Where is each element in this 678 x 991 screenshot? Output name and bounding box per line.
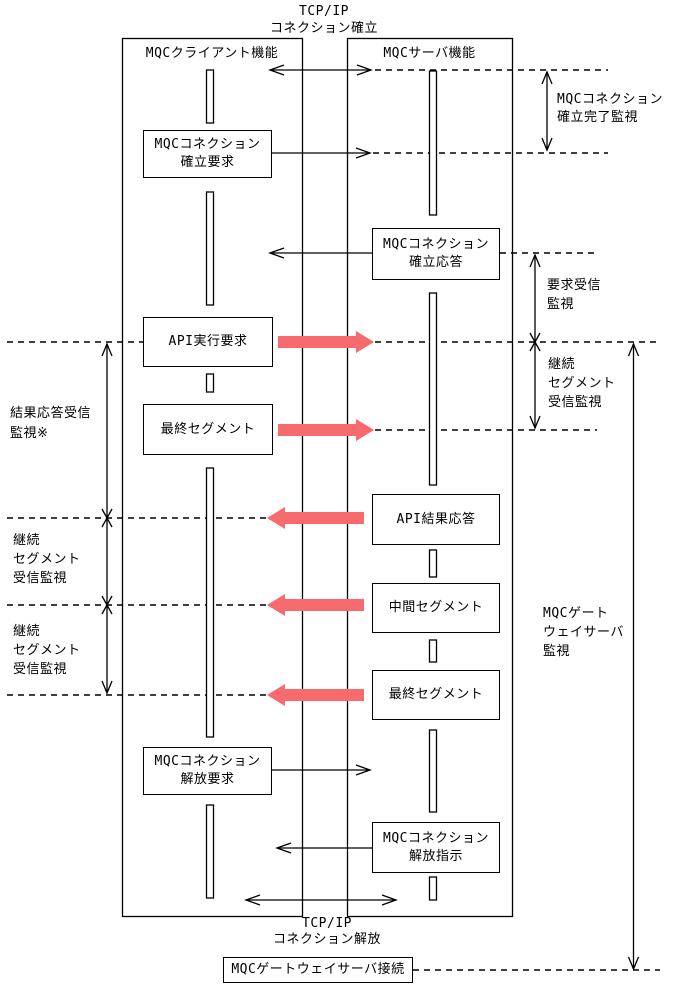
box-final-segment-client: 最終セグメント xyxy=(143,404,273,455)
server-lane-frame xyxy=(346,37,514,918)
tcpip-release-title: TCP/IP コネクション解放 xyxy=(272,916,381,947)
tcpip-release-arrow xyxy=(244,894,398,906)
segment-transfer-arrows xyxy=(267,331,374,706)
api-request-arrow xyxy=(278,331,374,353)
client-lane-header: MQCクライアント機能 xyxy=(145,46,279,61)
api-response-arrow xyxy=(267,507,364,529)
establish-request-arrow xyxy=(272,147,372,159)
final-segment-up-arrow xyxy=(278,419,374,441)
monitor-result-response-span xyxy=(101,342,113,695)
box-release-indication: MQCコネクション 解放指示 xyxy=(372,822,500,873)
server-activation-bars xyxy=(428,70,438,901)
server-lane-header: MQCサーバ機能 xyxy=(383,46,476,61)
monitor-gateway-server-span xyxy=(627,342,640,971)
monitor-establish-complete-span xyxy=(541,70,553,152)
establish-response-arrow xyxy=(268,247,372,259)
release-request-arrow xyxy=(272,764,372,776)
middle-segment-down-arrow xyxy=(267,594,364,616)
monitor-request-receive-span xyxy=(529,253,541,430)
box-api-exec-request: API実行要求 xyxy=(143,317,273,367)
final-segment-down-arrow xyxy=(267,684,364,706)
release-indication-arrow xyxy=(275,842,372,854)
label-establish-complete-monitor: MQCコネクション 確立完了監視 xyxy=(557,92,663,125)
box-release-request: MQCコネクション 解放要求 xyxy=(143,747,272,795)
dashed-timing-lines xyxy=(7,69,660,971)
box-establish-request: MQCコネクション 確立要求 xyxy=(143,130,272,178)
tcpip-establish-arrow xyxy=(268,64,373,76)
label-gateway-server-monitor: MQCゲート ウェイサーバ 監視 xyxy=(543,606,624,659)
label-continue-segment-monitor-2: 継続 セグメント 受信監視 xyxy=(13,624,81,677)
label-continue-segment-monitor-1: 継続 セグメント 受信監視 xyxy=(13,533,81,586)
box-middle-segment: 中間セグメント xyxy=(372,583,500,633)
label-request-receive-monitor: 要求受信 監視 xyxy=(547,278,602,312)
client-activation-bars xyxy=(205,69,215,899)
client-lane-frame xyxy=(121,37,304,918)
box-gateway-server-connection: MQCゲートウェイサーバ接続 xyxy=(223,957,413,983)
box-final-segment-server: 最終セグメント xyxy=(372,670,500,720)
box-api-result-response: API結果応答 xyxy=(372,494,500,545)
label-continue-segment-monitor-right: 継続 セグメント 受信監視 xyxy=(548,357,616,410)
box-establish-response: MQCコネクション 確立応答 xyxy=(372,228,500,280)
tcpip-establish-title: TCP/IP コネクション確立 xyxy=(269,4,378,36)
label-result-response-monitor: 結果応答受信 監視※ xyxy=(10,406,92,441)
